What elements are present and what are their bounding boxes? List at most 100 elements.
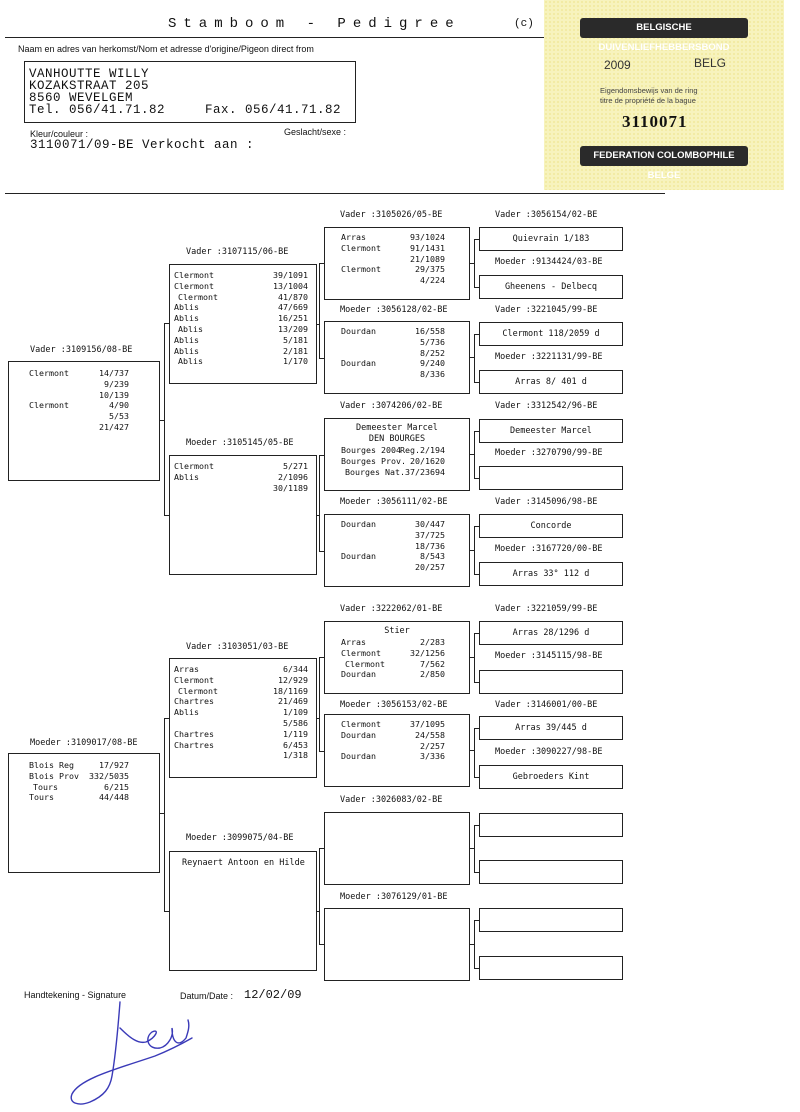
result-place: 10/139 (99, 389, 129, 400)
pedigree-row: 5/736 (341, 337, 445, 348)
ancestor-ring-label: Vader :3056154/02-BE (495, 210, 598, 220)
great-grandparent-ring-label: Moeder :3056153/02-BE (340, 700, 448, 710)
result-place: 44/448 (99, 792, 129, 803)
result-place: 9/240 (420, 358, 445, 369)
great-grandparent-ring-label: Vader :3074206/02-BE (340, 401, 443, 411)
connector-line (317, 911, 319, 912)
ancestor-info: Arras 28/1296 d (512, 628, 590, 638)
ancestor-ring-label: Moeder :3145115/98-BE (495, 651, 603, 661)
result-race: Chartres (174, 728, 214, 739)
connector-line (474, 478, 479, 479)
ancestor-box: Arras 8/ 401 d (479, 370, 623, 394)
result-place: 13/209 (278, 323, 308, 334)
result-race: Ablis (174, 313, 199, 324)
stamp-bottom-banner: FEDERATION COLOMBOPHILE BELGE (580, 146, 748, 181)
connector-line (319, 263, 320, 358)
ancestor-box (479, 956, 623, 980)
connector-line (474, 633, 479, 634)
connector-line (474, 777, 479, 778)
result-race: Ablis (174, 707, 199, 718)
ancestor-box (479, 860, 623, 884)
stamp-line2: titre de propriété de la bague (600, 96, 696, 105)
ancestor-info: Arras 8/ 401 d (515, 377, 587, 387)
connector-line (470, 263, 474, 264)
result-place: 5/736 (420, 336, 445, 347)
result-race: Clermont (174, 280, 214, 291)
connector-line (474, 431, 479, 432)
ancestor-ring-label: Vader :3145096/98-BE (495, 497, 598, 507)
result-race: Bourges Nat. (345, 466, 405, 477)
ancestor-box (479, 908, 623, 932)
connector-line (317, 324, 319, 325)
ancestor-ring-label: Moeder :3167720/00-BE (495, 544, 603, 554)
result-place: 9/239 (104, 378, 129, 389)
result-race: Arras (174, 664, 199, 674)
result-place: 7/562 (420, 658, 445, 669)
pedigree-row: Dourdan 9/240 (341, 358, 445, 369)
connector-line (474, 239, 479, 240)
connector-line (470, 657, 474, 658)
result-race: Clermont (341, 719, 381, 729)
grandparent-ring-label: Vader :3107115/06-BE (186, 247, 289, 257)
ancestor-ring-label: Moeder :9134424/03-BE (495, 257, 603, 267)
result-place: 47/669 (278, 302, 308, 313)
ancestor-ring-label: Moeder :3221131/99-BE (495, 352, 603, 362)
connector-line (319, 657, 320, 751)
result-place: 8/543 (420, 551, 445, 562)
connector-line (319, 358, 324, 359)
ancestor-ring-label: Vader :3221045/99-BE (495, 305, 598, 315)
result-place: 91/1431 (410, 242, 445, 253)
ancestor-box: Arras 33° 112 d (479, 562, 623, 586)
pedigree-row: 21/1089 (341, 254, 445, 265)
result-place: 2/850 (420, 669, 445, 680)
connector-line (319, 455, 324, 456)
result-place: 2/283 (420, 637, 445, 647)
result-race: Dourdan (341, 358, 376, 369)
pedigree-row: Bourges Nat.37/23694 (341, 467, 445, 478)
result-race: Tours (33, 781, 58, 792)
ancestor-info: Gebroeders Kint (512, 772, 590, 782)
connector-line (319, 848, 320, 944)
result-race: Clermont (345, 658, 385, 669)
result-place: 41/870 (278, 291, 308, 302)
result-race: Ablis (174, 302, 199, 313)
pedigree-row: Clermont 13/1004 (174, 281, 308, 292)
result-race: Dourdan (341, 751, 376, 762)
sex-label: Geslacht/sexe : (284, 127, 347, 137)
pedigree-row: 20/257 (341, 562, 445, 573)
ancestor-box: Gheenens - Delbecq (479, 275, 623, 299)
result-place: 2/1096 (278, 471, 308, 482)
grandparent-breeder: Reynaert Antoon en Hilde (182, 858, 305, 868)
connector-line (470, 454, 474, 455)
result-race: Arras (341, 232, 366, 242)
result-race: Dourdan (341, 669, 376, 680)
result-place: Reg.2/194 (400, 445, 445, 455)
connector-line (474, 526, 475, 574)
connector-line (164, 911, 169, 912)
pedigree-row: Dourdan 2/850 (341, 669, 445, 680)
connector-line (474, 382, 479, 383)
stamp-top-banner: BELGISCHE DUIVENLIEFHEBBERSBOND (580, 18, 748, 53)
connector-line (317, 515, 319, 516)
result-race: Clermont (178, 291, 218, 302)
result-place: 13/1004 (273, 280, 308, 291)
pedigree-row: 9/239 (29, 379, 129, 390)
owner-city: 8560 WEVELGEM (29, 91, 134, 105)
result-race: Clermont (29, 368, 69, 378)
connector-line (474, 682, 479, 683)
